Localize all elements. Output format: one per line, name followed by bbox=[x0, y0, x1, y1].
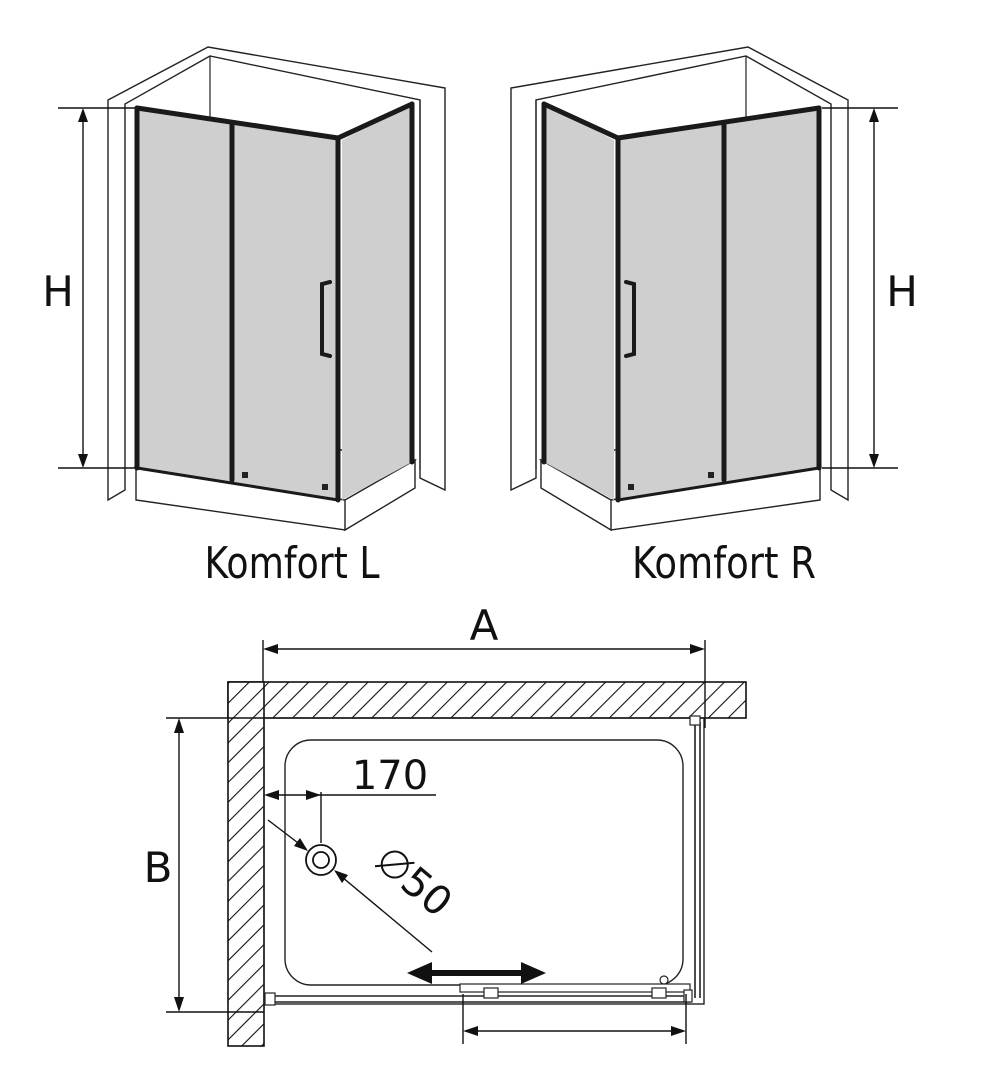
right-height-dimension bbox=[822, 107, 898, 469]
left-glass-side bbox=[342, 104, 412, 500]
plan-tray-basin bbox=[284, 739, 684, 986]
plan-wall-left bbox=[227, 681, 265, 1047]
right-height-label: H bbox=[886, 267, 918, 316]
right-glass-side bbox=[544, 104, 614, 500]
left-glass-front bbox=[138, 108, 338, 500]
plan-view: A B 170 bbox=[144, 601, 747, 1047]
plan-tray bbox=[263, 717, 705, 1005]
drain-diameter-leader bbox=[267, 819, 433, 953]
drain-diameter-label: 50 bbox=[374, 850, 461, 926]
sliding-direction-arrow bbox=[407, 962, 546, 984]
depth-dimension bbox=[166, 717, 264, 1013]
right-door-handle bbox=[624, 280, 636, 358]
width-dimension bbox=[262, 640, 706, 728]
drain-offset-label: 170 bbox=[352, 753, 428, 799]
depth-label: B bbox=[144, 843, 173, 892]
right-model-name: Komfort R bbox=[632, 538, 816, 589]
komfort-l-illustration: H Komfort L bbox=[42, 46, 446, 589]
door-opening-dimension bbox=[462, 994, 687, 1044]
drain-diameter-value: 50 bbox=[392, 858, 461, 926]
drain bbox=[305, 844, 337, 876]
plan-wall-top bbox=[227, 681, 747, 719]
komfort-r-illustration: H Komfort R bbox=[510, 46, 918, 589]
right-glass-front bbox=[618, 108, 818, 500]
left-height-label: H bbox=[42, 267, 74, 316]
left-model-name: Komfort L bbox=[205, 538, 380, 589]
plan-sliding-door bbox=[264, 975, 693, 1006]
left-height-dimension bbox=[58, 107, 135, 469]
drain-offset-dimension bbox=[264, 790, 436, 843]
left-door-handle bbox=[320, 280, 332, 358]
width-label: A bbox=[470, 601, 499, 650]
